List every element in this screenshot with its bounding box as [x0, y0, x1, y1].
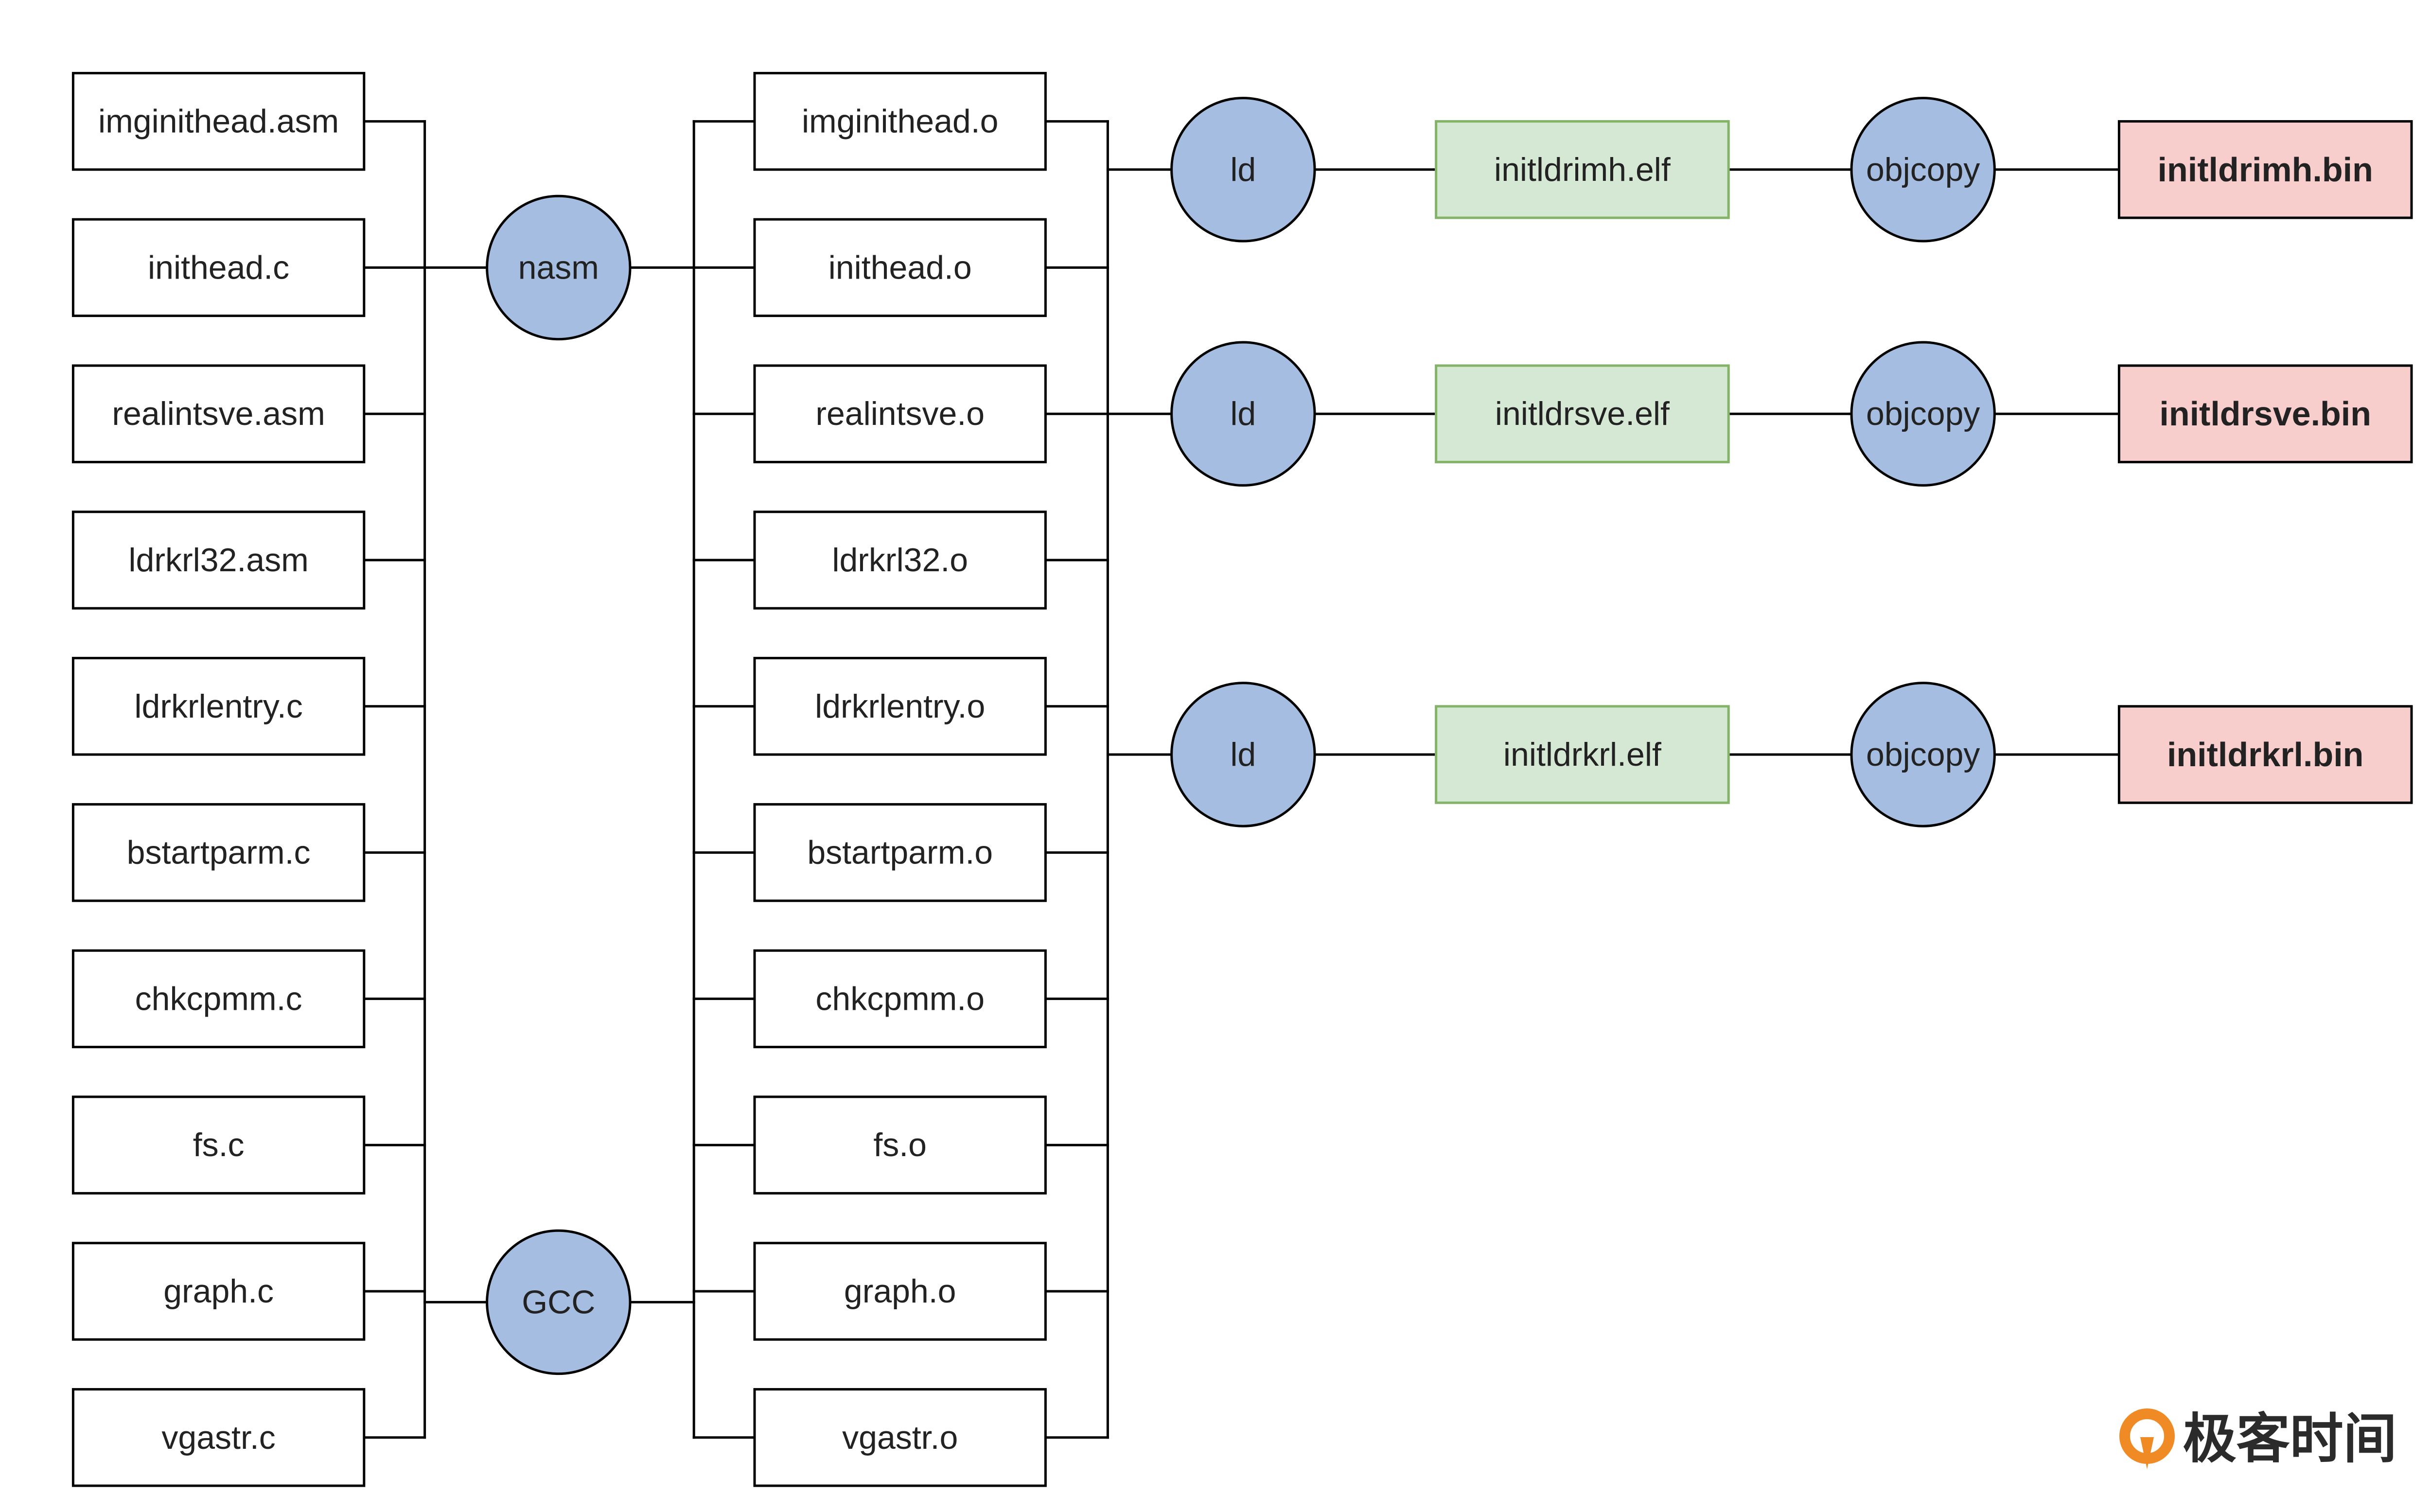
source-file-label: chkcpmm.c	[135, 980, 302, 1017]
source-file-box	[71, 364, 366, 463]
ld-linker-label: ld	[1230, 736, 1256, 773]
objcopy-tool	[1850, 682, 1996, 827]
elf-file-box	[1435, 705, 1730, 804]
ld-linker	[1170, 341, 1316, 487]
object-file-box	[753, 510, 1047, 610]
source-file-label: imginithead.asm	[98, 103, 339, 140]
nasm-compiler	[486, 194, 632, 341]
object-file-box	[753, 1242, 1047, 1341]
nasm-compiler-label: nasm	[518, 249, 599, 286]
object-file-box	[753, 218, 1047, 317]
elf-file-label: initldrkrl.elf	[1503, 736, 1661, 773]
source-file-label: fs.c	[193, 1126, 245, 1163]
source-file-box	[71, 1388, 366, 1487]
object-file-box	[753, 1388, 1047, 1487]
source-file-label: bstartparm.c	[127, 834, 311, 871]
source-file-box	[71, 71, 366, 171]
object-file-label: chkcpmm.o	[815, 980, 985, 1017]
diagram-nodes: imginithead.asm inithead.c realintsve.asm l…	[71, 71, 2413, 1487]
source-file-box	[71, 218, 366, 317]
object-file-label: ldrkrlentry.o	[815, 688, 985, 725]
bin-file-box	[2117, 705, 2413, 804]
source-file-box	[71, 803, 366, 902]
object-file-box	[753, 364, 1047, 463]
bin-file-label: initldrkrl.bin	[2167, 736, 2363, 774]
geektime-logo-icon	[2119, 1408, 2175, 1469]
source-file-label: graph.c	[163, 1273, 274, 1310]
object-file-box	[753, 657, 1047, 756]
object-file-label: graph.o	[844, 1273, 956, 1310]
bin-file-box	[2117, 120, 2413, 219]
objcopy-tool	[1850, 97, 1996, 243]
source-file-box	[71, 510, 366, 610]
source-file-label: inithead.c	[148, 249, 289, 286]
bin-file-label: initldrimh.bin	[2158, 151, 2373, 189]
source-file-label: ldrkrl32.asm	[128, 542, 308, 579]
objcopy-tool-label: objcopy	[1866, 151, 1980, 188]
gcc-compiler	[486, 1229, 632, 1375]
object-file-box	[753, 71, 1047, 171]
elf-file-label: initldrsve.elf	[1495, 395, 1670, 432]
brand-logo: 极客时间	[2119, 1408, 2397, 1469]
object-file-label: fs.o	[873, 1126, 927, 1163]
elf-file-box	[1435, 120, 1730, 219]
object-file-box	[753, 1095, 1047, 1195]
source-file-label: vgastr.c	[161, 1419, 275, 1456]
elf-file-label: initldrimh.elf	[1494, 151, 1671, 188]
source-file-box	[71, 1242, 366, 1341]
elf-file-box	[1435, 364, 1730, 463]
logo-text: 极客时间	[2183, 1409, 2397, 1469]
source-file-box	[71, 657, 366, 756]
objcopy-tool-label: objcopy	[1866, 395, 1980, 432]
source-file-box	[71, 949, 366, 1049]
object-file-label: inithead.o	[828, 249, 972, 286]
gcc-compiler-label: GCC	[522, 1283, 595, 1320]
bin-file-label: initldrsve.bin	[2159, 395, 2371, 433]
object-file-box	[753, 803, 1047, 902]
objcopy-tool	[1850, 341, 1996, 487]
connector-lines	[363, 120, 2120, 1439]
ld-linker	[1170, 97, 1316, 243]
source-file-box	[71, 1095, 366, 1195]
object-file-label: ldrkrl32.o	[832, 542, 968, 579]
object-file-label: bstartparm.o	[807, 834, 993, 871]
object-file-label: vgastr.o	[842, 1419, 958, 1456]
ld-linker	[1170, 682, 1316, 827]
object-file-box	[753, 949, 1047, 1049]
ld-linker-label: ld	[1230, 395, 1256, 432]
object-file-label: imginithead.o	[802, 103, 998, 140]
bin-file-box	[2117, 364, 2413, 463]
ld-linker-label: ld	[1230, 151, 1256, 188]
source-file-label: realintsve.asm	[112, 395, 325, 432]
source-file-label: ldrkrlentry.c	[134, 688, 302, 725]
object-file-label: realintsve.o	[815, 395, 985, 432]
objcopy-tool-label: objcopy	[1866, 736, 1980, 773]
